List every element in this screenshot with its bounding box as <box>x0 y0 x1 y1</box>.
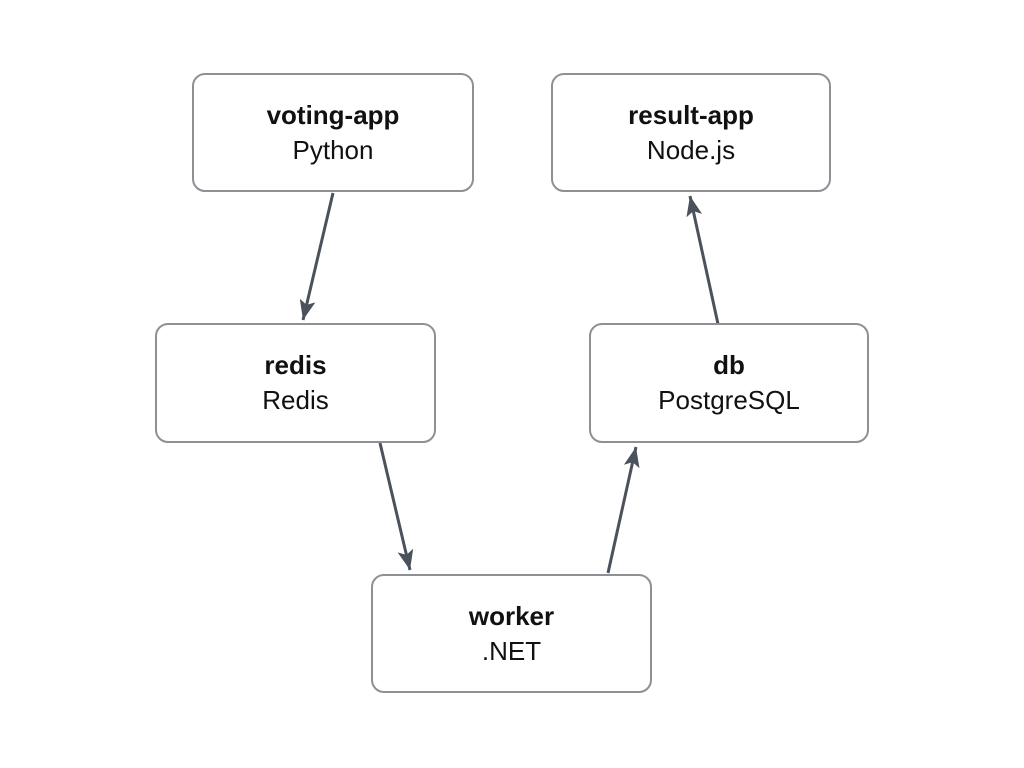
node-worker[interactable]: worker .NET <box>371 574 652 693</box>
edge-voting-app-to-redis <box>299 192 335 321</box>
node-db[interactable]: db PostgreSQL <box>589 323 869 443</box>
node-title: result-app <box>628 99 754 130</box>
node-subtitle: PostgreSQL <box>658 385 800 415</box>
node-title: worker <box>468 600 555 631</box>
node-subtitle: Python <box>292 134 374 165</box>
node-title: db <box>713 350 745 380</box>
node-subtitle: Redis <box>262 385 329 415</box>
node-title: voting-app <box>266 99 400 130</box>
node-title: redis <box>264 350 327 380</box>
node-voting-app[interactable]: voting-app Python <box>192 73 474 192</box>
node-result-app[interactable]: result-app Node.js <box>551 73 831 192</box>
node-redis[interactable]: redis Redis <box>155 323 436 443</box>
edge-db-to-result-app <box>686 195 720 325</box>
node-subtitle: Node.js <box>646 134 736 165</box>
edge-redis-to-worker <box>378 442 414 571</box>
edge-worker-to-db <box>606 446 640 574</box>
node-subtitle: .NET <box>481 635 542 666</box>
